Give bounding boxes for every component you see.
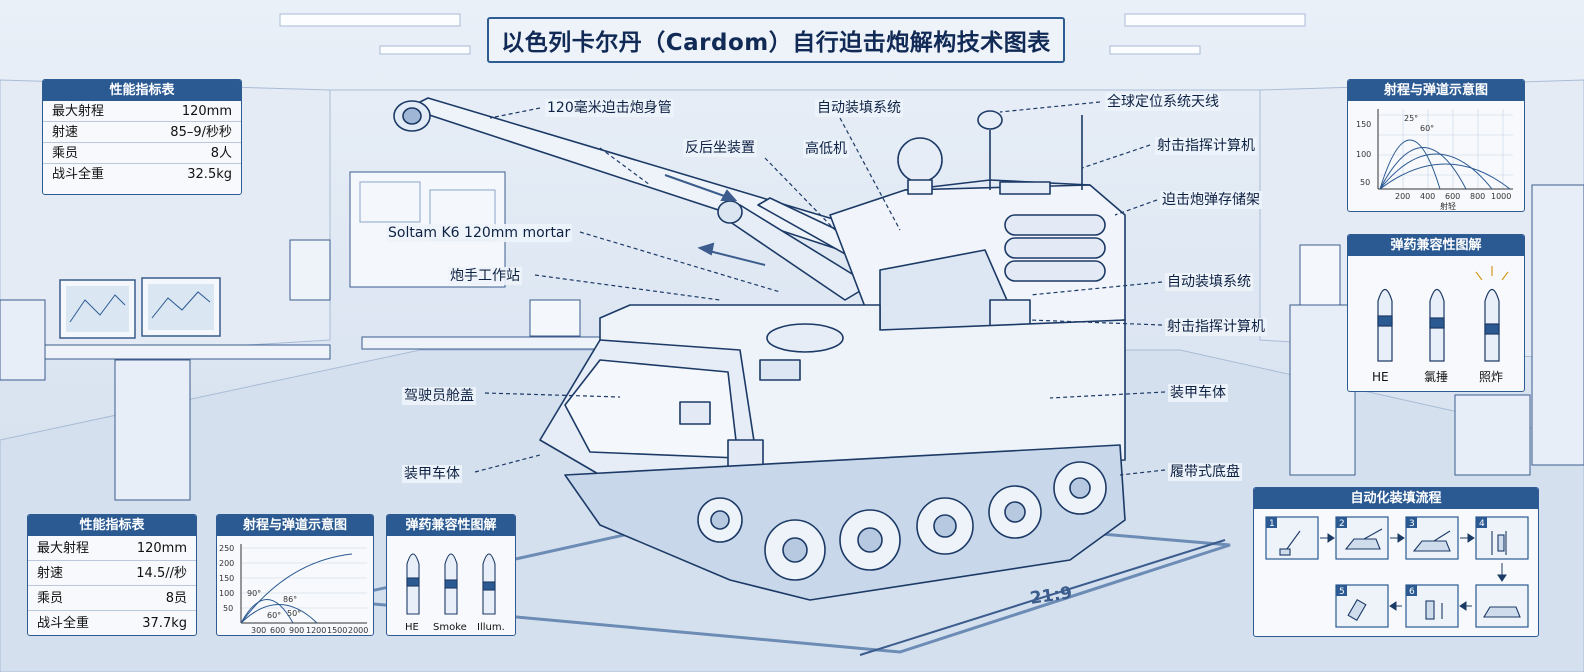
flow-step-number: 2 <box>1339 519 1345 529</box>
callout-tracked-chassis: 履带式底盘 <box>1168 463 1242 481</box>
range-chart-bottom-header: 射程与弹道示意图 <box>217 515 373 536</box>
range-top-angle: 60° <box>1420 124 1434 133</box>
range-chart-top-header: 射程与弹道示意图 <box>1348 80 1524 101</box>
callout-autoloader-mid: 自动装填系统 <box>1165 273 1253 291</box>
range-bottom-angle: 50° <box>287 609 301 618</box>
range-top-ytick: 100 <box>1356 150 1371 159</box>
range-bottom-angle: 86° <box>283 595 297 604</box>
ammo-label: HE <box>405 622 419 633</box>
range-top-xtick: 600 <box>1445 192 1460 201</box>
ammo-right-shells: HE 氯捶 照炸 <box>1372 266 1509 384</box>
callout-hull-right: 装甲车体 <box>1168 384 1228 402</box>
range-bottom-ytick: 100 <box>219 589 234 598</box>
spec-table-top-header: 性能指标表 <box>43 80 241 101</box>
range-top-xtick: 800 <box>1470 192 1485 201</box>
loading-flow-header: 自动化装填流程 <box>1254 488 1538 509</box>
ammo-label: Smoke <box>433 622 467 633</box>
callout-hull-left: 装甲车体 <box>402 465 462 483</box>
range-bottom-xtick: 1200 <box>306 626 326 635</box>
range-chart-top: 射程与弹道示意图 150 100 50 200 400 600 800 1000… <box>1347 79 1525 212</box>
range-top-ytick: 150 <box>1356 120 1371 129</box>
spec-table-bottom-header: 性能指标表 <box>28 515 196 536</box>
callout-mortar-model: Soltam K6 120mm mortar <box>386 224 573 242</box>
callout-recoil: 反后坐装置 <box>683 139 757 157</box>
flow-step-number: 3 <box>1409 519 1415 529</box>
callout-ammo-rack: 迫击炮弹存储架 <box>1160 191 1262 209</box>
range-bottom-xtick: 600 <box>270 626 285 635</box>
ammo-panel-bottom: 弹药兼容性图解 HE Smoke Illum. <box>386 514 516 636</box>
flow-step-number: 5 <box>1339 587 1345 597</box>
range-top-ytick: 50 <box>1360 178 1370 187</box>
loading-flow-diagram: 1 2 3 4 5 6 <box>1265 516 1529 628</box>
range-bottom-angle: 90° <box>247 589 261 598</box>
flow-step-number: 1 <box>1269 519 1275 529</box>
ammo-panel-right: 弹药兼容性图解 HE 氯捶 照炸 <box>1347 234 1525 392</box>
callout-gps-antenna: 全球定位系统天线 <box>1105 93 1221 111</box>
loading-flow-panel: 自动化装填流程 1 2 3 4 5 6 <box>1253 487 1539 637</box>
range-bottom-xtick: 1500 <box>327 626 347 635</box>
range-bottom-ytick: 250 <box>219 544 234 553</box>
callout-fire-control-top: 射击指挥计算机 <box>1155 137 1257 155</box>
range-top-xlabel: 射轻 <box>1440 201 1456 211</box>
flow-step-number: 6 <box>1409 587 1415 597</box>
range-bottom-xtick: 2000 <box>348 626 368 635</box>
range-bottom-ytick: 50 <box>223 604 233 613</box>
callout-barrel: 120毫米迫击炮身管 <box>545 99 674 117</box>
range-top-angle: 25° <box>1404 114 1418 123</box>
callout-driver-hatch: 驾驶员舱盖 <box>402 387 476 405</box>
ammo-panel-bottom-header: 弹药兼容性图解 <box>387 515 515 536</box>
ammo-label: 氯捶 <box>1424 370 1448 384</box>
range-bottom-angle: 60° <box>267 611 281 620</box>
callout-gunner-station: 炮手工作站 <box>448 267 522 285</box>
range-chart-top-plot: 150 100 50 200 400 600 800 1000 射轻 25° 6… <box>1356 109 1513 211</box>
range-bottom-ytick: 200 <box>219 559 234 568</box>
range-top-xtick: 1000 <box>1491 192 1511 201</box>
ammo-label: 照炸 <box>1479 370 1503 384</box>
flow-step-number: 4 <box>1479 519 1485 529</box>
range-bottom-ytick: 150 <box>219 574 234 583</box>
range-chart-bottom: 射程与弹道示意图 250 200 150 100 50 300 600 900 … <box>216 514 374 636</box>
callout-elevation: 高低机 <box>803 140 849 158</box>
range-bottom-xtick: 300 <box>251 626 266 635</box>
range-top-xtick: 200 <box>1395 192 1410 201</box>
range-bottom-xtick: 900 <box>289 626 304 635</box>
page-title: 以色列卡尔丹（Cardom）自行迫击炮解构技术图表 <box>487 17 1065 63</box>
ammo-label: HE <box>1372 370 1389 384</box>
range-top-xtick: 400 <box>1420 192 1435 201</box>
ammo-bottom-shells: HE Smoke Illum. <box>405 553 505 633</box>
range-chart-bottom-plot: 250 200 150 100 50 300 600 900 1200 1500… <box>219 544 368 635</box>
callout-autoloader-top: 自动装填系统 <box>815 99 903 117</box>
cardom-vehicle <box>393 97 1126 601</box>
callout-fire-control-mid: 射击指挥计算机 <box>1165 318 1267 336</box>
ammo-panel-right-header: 弹药兼容性图解 <box>1348 235 1524 256</box>
ammo-label: Illum. <box>477 622 505 633</box>
